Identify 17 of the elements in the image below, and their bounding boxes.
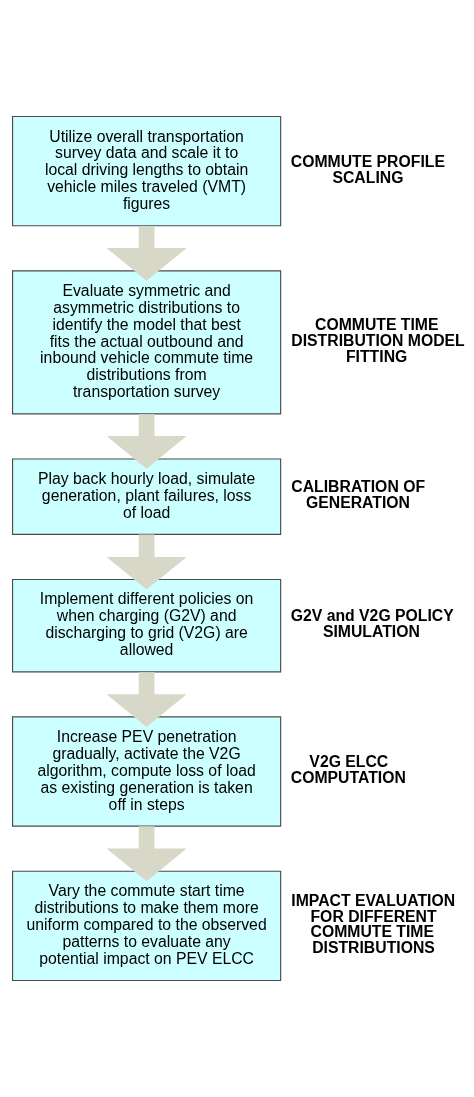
- node-box: Vary the commute start time distributions to make them more uniform compared to the observed patterns to evaluate any potential impact on PEV ELCC: [12, 870, 282, 982]
- node-label: COMMUTE PROFILE SCALING: [290, 152, 445, 186]
- node-label: COMMUTE TIME DISTRIBUTION MODEL FITTING: [291, 316, 465, 365]
- node-label: IMPACT EVALUATION FOR DIFFERENT COMMUTE TIME DISTRIBUTIONS: [291, 891, 456, 957]
- node-box: Implement different policies on when charging (G2V) and discharging to grid (V2G) are allowed: [12, 578, 282, 673]
- node-label: V2G ELCC COMPUTATION: [290, 753, 406, 787]
- node-label: G2V and V2G POLICY SIMULATION: [290, 607, 454, 641]
- node-box: Utilize overall transportation survey data and scale it to local driving lengths to obtain vehicle miles traveled (VMT) figures: [12, 115, 282, 227]
- node-box: Increase PEV penetration gradually, activate the V2G algorithm, compute loss of load as existing generation is taken off in steps: [12, 716, 282, 827]
- arrow: [106, 826, 187, 882]
- arrow: [106, 414, 187, 469]
- arrow: [106, 226, 187, 281]
- arrow: [106, 534, 187, 590]
- node-box: Play back hourly load, simulate generation, plant failures, loss of load: [12, 458, 282, 535]
- node-box: Evaluate symmetric and asymmetric distributions to identify the model that best fits the actual outbound and inbound vehicle commute time distributions from transportation survey: [12, 270, 282, 415]
- arrow: [106, 672, 187, 727]
- node-label: CALIBRATION OF GENERATION: [291, 478, 426, 512]
